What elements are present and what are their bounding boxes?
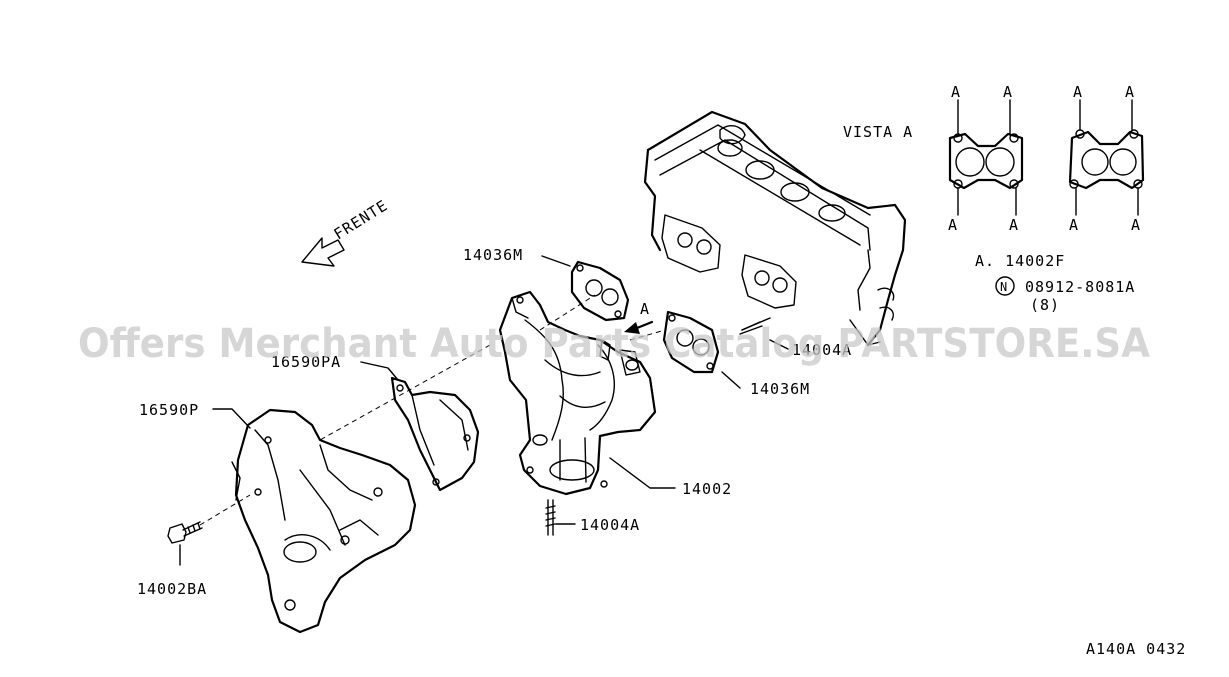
alignment-line-4 bbox=[629, 329, 666, 341]
label-a-marker: A bbox=[640, 300, 650, 318]
exhaust-manifold-14002 bbox=[498, 290, 657, 496]
vista-mark-a-3: A bbox=[1073, 83, 1083, 101]
label-bolt-number: 08912-8081A bbox=[1025, 278, 1135, 296]
heat-shield-16590pa bbox=[390, 376, 480, 492]
heat-shield-16590p bbox=[231, 408, 417, 634]
label-frente: FRENTE bbox=[331, 196, 392, 243]
stud-14004a-lower bbox=[545, 499, 556, 536]
gasket-14036m-upper bbox=[570, 260, 630, 322]
label-14002ba: 14002BA bbox=[137, 580, 207, 598]
bolt-14002ba bbox=[167, 521, 203, 544]
front-direction-arrow bbox=[301, 237, 345, 267]
vista-mark-a-8: A bbox=[1131, 216, 1141, 234]
alignment-line-1 bbox=[319, 344, 491, 441]
label-14004a-bottom: 14004A bbox=[580, 516, 640, 534]
label-bolt-qty: (8) bbox=[1030, 296, 1060, 314]
alignment-line-3 bbox=[199, 494, 251, 526]
label-16590p: 16590P bbox=[139, 401, 199, 419]
label-14004a-right: 14004A bbox=[792, 341, 852, 359]
label-14002f: A. 14002F bbox=[975, 252, 1065, 270]
watermark-text: Offers Merchant Auto Parts Catalog PARTS… bbox=[78, 321, 1150, 367]
bolt-n-symbol-circle bbox=[995, 276, 1015, 296]
vista-mark-a-7: A bbox=[1069, 216, 1079, 234]
gasket-14036m-lower bbox=[662, 310, 720, 374]
label-16590pa: 16590PA bbox=[271, 353, 341, 371]
leader-lines bbox=[179, 255, 789, 566]
vista-gasket-1 bbox=[948, 99, 1024, 216]
vista-mark-a-6: A bbox=[1009, 216, 1019, 234]
engine-cylinder-head bbox=[643, 110, 907, 347]
label-14036m-top: 14036M bbox=[463, 246, 523, 264]
vista-mark-a-4: A bbox=[1125, 83, 1135, 101]
vista-mark-a-5: A bbox=[948, 216, 958, 234]
label-bolt-symbol: N bbox=[1000, 280, 1008, 294]
diagram-code: A140A 0432 bbox=[1086, 640, 1186, 658]
vista-mark-a-1: A bbox=[951, 83, 961, 101]
stud-14004a-upper bbox=[741, 317, 771, 331]
label-14002: 14002 bbox=[682, 480, 732, 498]
vista-mark-a-2: A bbox=[1003, 83, 1013, 101]
label-vista-a: VISTA A bbox=[843, 123, 913, 141]
label-14036m-right: 14036M bbox=[750, 380, 810, 398]
vista-gasket-2 bbox=[1068, 99, 1145, 216]
alignment-line-2 bbox=[539, 294, 596, 331]
view-a-arrow bbox=[624, 320, 654, 334]
